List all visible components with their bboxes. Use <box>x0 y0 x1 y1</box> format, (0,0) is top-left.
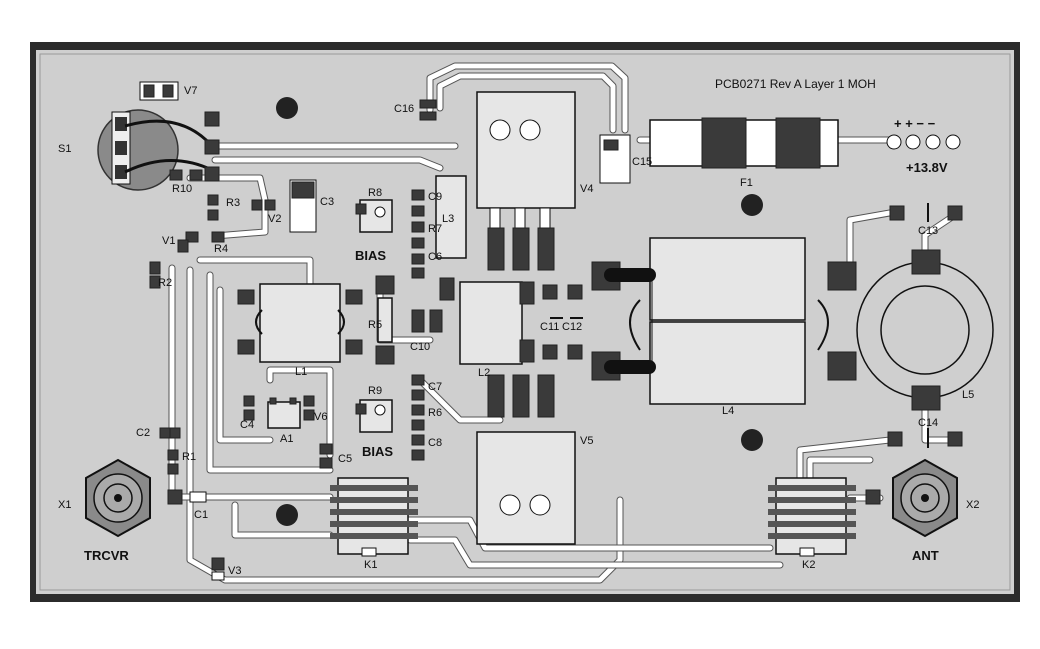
relay-k2 <box>768 477 856 557</box>
label-r10: R10 <box>172 183 192 195</box>
label-l2: L2 <box>478 367 490 379</box>
label-c14: C14 <box>918 417 938 429</box>
ant-label: ANT <box>912 548 939 563</box>
trcvr-label: TRCVR <box>84 548 129 563</box>
transformer-l4 <box>591 237 857 405</box>
cap-c14 <box>887 428 963 448</box>
transistor-v5 <box>476 374 576 545</box>
label-c3: C3 <box>320 196 334 208</box>
mounting-holes <box>276 97 763 526</box>
relay-k1 <box>330 477 418 557</box>
power-label: +13.8V <box>906 160 948 175</box>
cap-c13 <box>889 203 963 222</box>
label-c11: C11 <box>540 321 559 333</box>
label-s1: S1 <box>58 143 71 155</box>
label-c8: C8 <box>428 437 442 449</box>
label-r4: R4 <box>214 243 228 255</box>
cap-c15 <box>599 134 631 184</box>
label-c5: C5 <box>338 453 352 465</box>
label-l4: L4 <box>722 405 734 417</box>
label-v2: V2 <box>268 213 281 225</box>
label-c1: C1 <box>194 509 208 521</box>
transistor-v4 <box>476 91 576 271</box>
resistor-r5 <box>375 275 395 365</box>
label-c12: C12 <box>562 321 582 333</box>
label-r9: R9 <box>368 385 382 397</box>
label-c15: C15 <box>632 156 652 168</box>
cap-c10 <box>411 309 443 333</box>
trimmer-r8 <box>355 199 393 233</box>
board-inner-border <box>39 53 1011 591</box>
toroid-l5 <box>856 249 994 411</box>
label-r8: R8 <box>368 187 382 199</box>
label-v3: V3 <box>228 565 241 577</box>
designator-labels: S1 V7 C16 R10 R3 V2 C3 R8 C9 L3 V4 C15 F… <box>58 85 979 577</box>
bias-label-top: BIAS <box>355 248 386 263</box>
label-l1: L1 <box>295 366 307 378</box>
label-v1: V1 <box>162 235 175 247</box>
label-v4: V4 <box>580 183 593 195</box>
label-c16: C16 <box>394 103 414 115</box>
power-polarity: + + − − <box>894 116 936 131</box>
label-k2: K2 <box>802 559 815 571</box>
label-x1: X1 <box>58 499 71 511</box>
connector-x1 <box>85 458 151 538</box>
caps-c11-c12 <box>542 284 583 360</box>
label-r1: R1 <box>182 451 196 463</box>
label-r6: R6 <box>428 407 442 419</box>
label-f1: F1 <box>740 177 753 189</box>
label-c6: C6 <box>428 251 442 263</box>
smd-a1-group <box>243 395 315 429</box>
inductor-l2 <box>439 277 535 365</box>
trimmer-r9 <box>355 399 393 433</box>
label-r7: R7 <box>428 223 442 235</box>
label-c4: C4 <box>240 419 254 431</box>
label-r2: R2 <box>158 277 172 289</box>
label-r5: R5 <box>368 319 382 331</box>
label-c10: C10 <box>410 341 430 353</box>
copper-traces <box>168 62 959 584</box>
label-v6: V6 <box>314 411 327 423</box>
label-r3: R3 <box>226 197 240 209</box>
label-l5: L5 <box>962 389 974 401</box>
power-pads <box>886 134 961 150</box>
cap-c3 <box>289 179 317 233</box>
board-title: PCB0271 Rev A Layer 1 MOH <box>715 77 876 91</box>
bias-label-bottom: BIAS <box>362 444 393 459</box>
label-c2: C2 <box>136 427 150 439</box>
label-a1: A1 <box>280 433 293 445</box>
smd-left-group <box>149 169 276 289</box>
label-v5: V5 <box>580 435 593 447</box>
label-v7: V7 <box>184 85 197 97</box>
label-c9: C9 <box>428 191 442 203</box>
label-k1: K1 <box>364 559 377 571</box>
smd-column-bottom <box>411 374 425 461</box>
fuse-f1 <box>649 117 839 169</box>
cap-c16 <box>419 99 437 121</box>
label-l3: L3 <box>442 213 454 225</box>
connector-x2 <box>865 458 958 538</box>
led-v7 <box>139 81 179 101</box>
switch-s1 <box>97 109 220 191</box>
smd-column-top <box>411 189 425 279</box>
label-c7: C7 <box>428 381 442 393</box>
label-x2: X2 <box>966 499 979 511</box>
smd-input-group <box>159 427 207 505</box>
cap-c5 <box>319 443 333 469</box>
label-c13: C13 <box>918 225 938 237</box>
diode-v3 <box>211 557 225 581</box>
inductor-l3 <box>435 175 467 259</box>
inductor-l1 <box>237 283 363 363</box>
